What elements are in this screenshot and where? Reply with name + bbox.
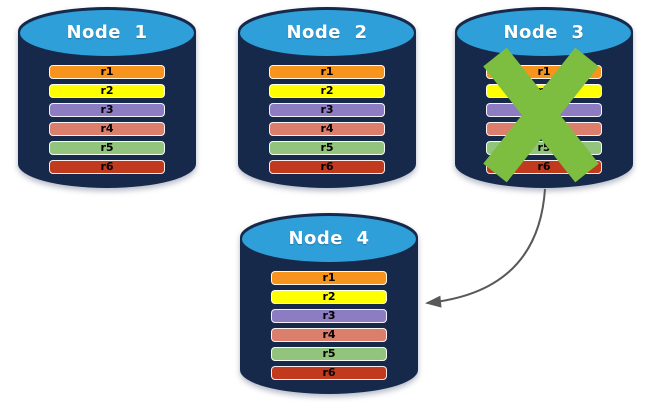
failover-arrow-path [425, 188, 546, 308]
node-1-cylinder: Node 1 r1 r2 r3 r4 r5 r6 [17, 6, 197, 189]
replica-bar-r5: r5 [269, 141, 385, 155]
cylinder-top [20, 10, 194, 56]
replica-bar-r6: r6 [269, 160, 385, 174]
node-2-replica-list: r1 r2 r3 r4 r5 r6 [269, 65, 385, 174]
replica-bar-r6: r6 [49, 160, 165, 174]
replica-bar-r3: r3 [271, 309, 387, 323]
replica-bar-r2: r2 [49, 84, 165, 98]
replica-bar-r5: r5 [49, 141, 165, 155]
node-2-title: Node 2 [286, 22, 368, 43]
replica-bar-r1: r1 [269, 65, 385, 79]
replica-bar-r5: r5 [271, 347, 387, 361]
node-2-cylinder: Node 2 r1 r2 r3 r4 r5 r6 [237, 6, 417, 189]
cylinder-top [457, 10, 631, 56]
replica-bar-r2: r2 [271, 290, 387, 304]
node-4-title: Node 4 [288, 228, 370, 249]
replica-bar-r4: r4 [49, 122, 165, 136]
cylinder-top [240, 10, 414, 56]
node-1-replica-list: r1 r2 r3 r4 r5 r6 [49, 65, 165, 174]
replica-bar-r2: r2 [269, 84, 385, 98]
node-4-cylinder: Node 4 r1 r2 r3 r4 r5 r6 [239, 212, 419, 395]
failure-x-icon [483, 47, 599, 183]
replica-bar-r3: r3 [49, 103, 165, 117]
node-4-replica-list: r1 r2 r3 r4 r5 r6 [271, 271, 387, 380]
x-stroke [483, 47, 599, 183]
replica-bar-r4: r4 [271, 328, 387, 342]
replica-bar-r1: r1 [271, 271, 387, 285]
node-1-title: Node 1 [66, 22, 148, 43]
node-3-cylinder: Node 3 r1 r2 r3 r4 r5 r6 [454, 6, 634, 189]
cylinder-top [242, 216, 416, 262]
replica-bar-r6: r6 [271, 366, 387, 380]
replica-bar-r4: r4 [269, 122, 385, 136]
replica-bar-r1: r1 [49, 65, 165, 79]
node-3-title: Node 3 [503, 22, 585, 43]
replica-bar-r3: r3 [269, 103, 385, 117]
